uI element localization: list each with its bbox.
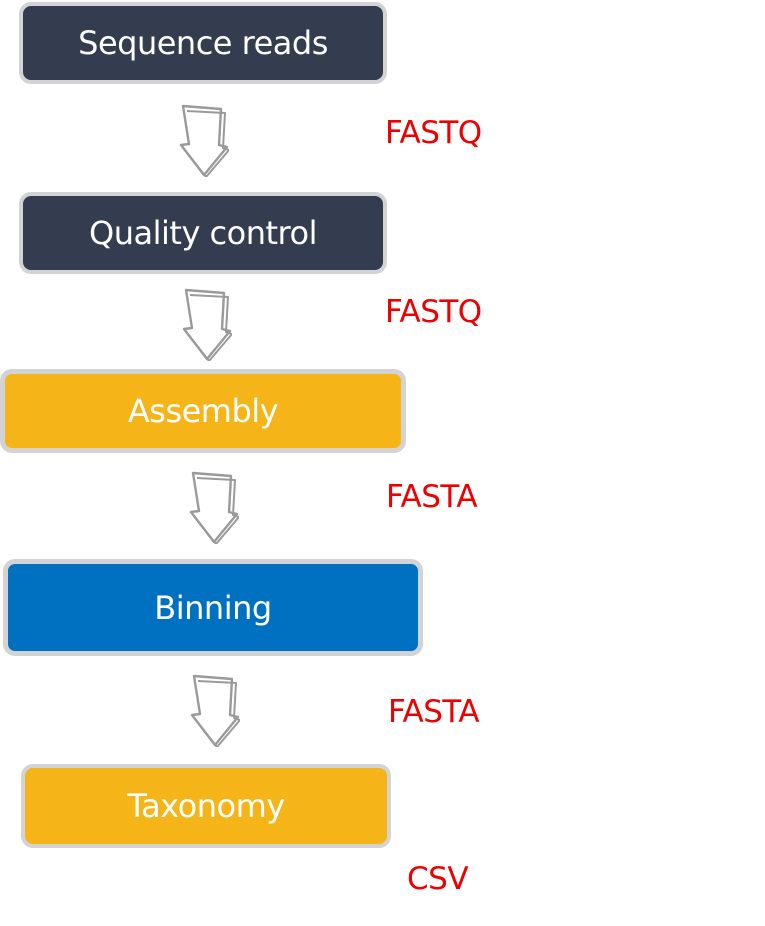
- down-arrow-icon: [177, 103, 229, 177]
- step-label: Assembly: [127, 392, 279, 430]
- step-assembly: Assembly: [0, 369, 406, 453]
- format-label-csv: CSV: [407, 861, 469, 897]
- format-label-fastq-2: FASTQ: [385, 294, 482, 330]
- down-arrow-icon-graphic: [190, 674, 240, 747]
- step-label: Taxonomy: [127, 787, 285, 825]
- step-binning: Binning: [3, 559, 423, 656]
- down-arrow-icon-graphic: [182, 288, 232, 361]
- step-quality-control: Quality control: [19, 192, 387, 274]
- down-arrow-icon: [180, 287, 232, 361]
- down-arrow-icon: [188, 673, 240, 747]
- step-label: Sequence reads: [78, 24, 328, 62]
- format-label-fasta-1: FASTA: [386, 479, 478, 515]
- step-label: Quality control: [89, 214, 317, 252]
- step-sequence-reads: Sequence reads: [19, 2, 387, 84]
- format-label-fastq-1: FASTQ: [385, 115, 482, 151]
- step-label: Binning: [154, 588, 272, 627]
- down-arrow-icon: [187, 470, 239, 544]
- down-arrow-icon-graphic: [189, 471, 239, 544]
- format-label-fasta-2: FASTA: [388, 694, 480, 730]
- step-taxonomy: Taxonomy: [21, 764, 391, 848]
- down-arrow-icon-graphic: [179, 104, 229, 177]
